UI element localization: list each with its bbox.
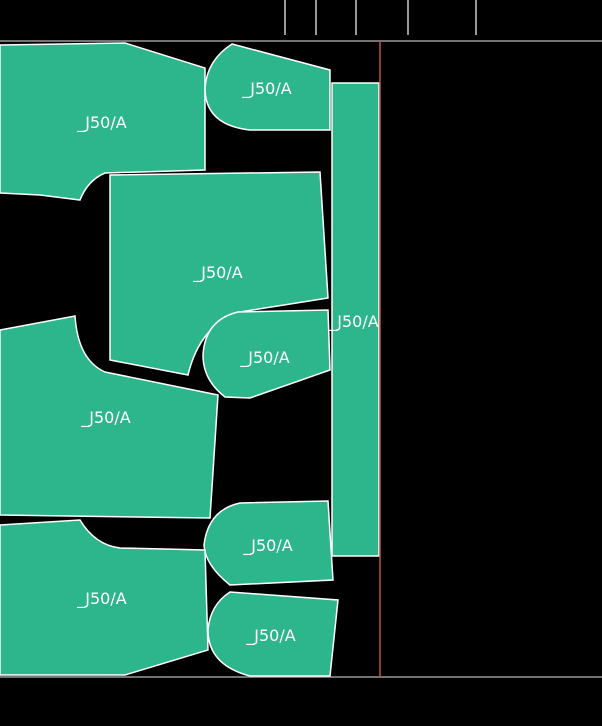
ruler	[284, 0, 477, 35]
piece-label: _J50/A	[241, 79, 291, 99]
pattern-piece[interactable]: _J50/A	[203, 500, 334, 586]
pattern-piece[interactable]: _J50/A	[207, 591, 339, 677]
piece-label: _J50/A	[80, 408, 130, 428]
piece-label: _J50/A	[245, 626, 295, 646]
piece-label: _J50/A	[239, 348, 289, 368]
pattern-piece[interactable]: _J50/A	[202, 309, 331, 399]
pattern-piece[interactable]: _J50/A	[0, 315, 219, 519]
pattern-piece[interactable]: _J50/A	[328, 82, 380, 557]
piece-label: _J50/A	[242, 536, 292, 556]
pattern-piece[interactable]: _J50/A	[0, 42, 206, 201]
piece-label: _J50/A	[76, 589, 126, 609]
piece-label: _J50/A	[76, 113, 126, 133]
pattern-piece[interactable]: _J50/A	[204, 43, 331, 131]
piece-label: _J50/A	[328, 312, 378, 332]
piece-label: _J50/A	[192, 263, 242, 283]
pattern-piece[interactable]: _J50/A	[0, 519, 209, 676]
